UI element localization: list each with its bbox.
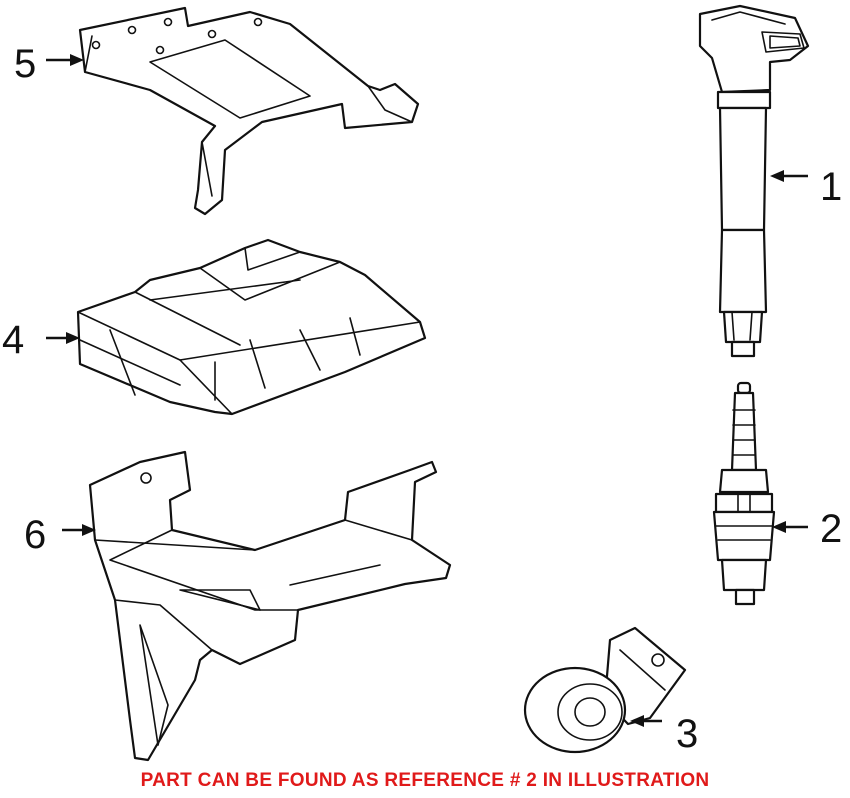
callout-2: 2 <box>820 507 842 551</box>
part-5-bracket <box>78 6 420 216</box>
callout-6: 6 <box>24 513 46 557</box>
callout-1: 1 <box>820 165 842 209</box>
callout-5: 5 <box>14 42 36 86</box>
part-4-module <box>76 238 427 416</box>
part-2-spark-plug <box>712 381 776 606</box>
reference-note: PART CAN BE FOUND AS REFERENCE # 2 IN IL… <box>140 770 710 791</box>
callout-4: 4 <box>2 318 24 362</box>
part-1-ignition-coil <box>698 4 810 358</box>
callout-3: 3 <box>676 712 698 756</box>
part-6-bracket <box>88 450 452 762</box>
leader-arrows <box>46 54 808 727</box>
part-3-knock-sensor <box>523 626 687 754</box>
